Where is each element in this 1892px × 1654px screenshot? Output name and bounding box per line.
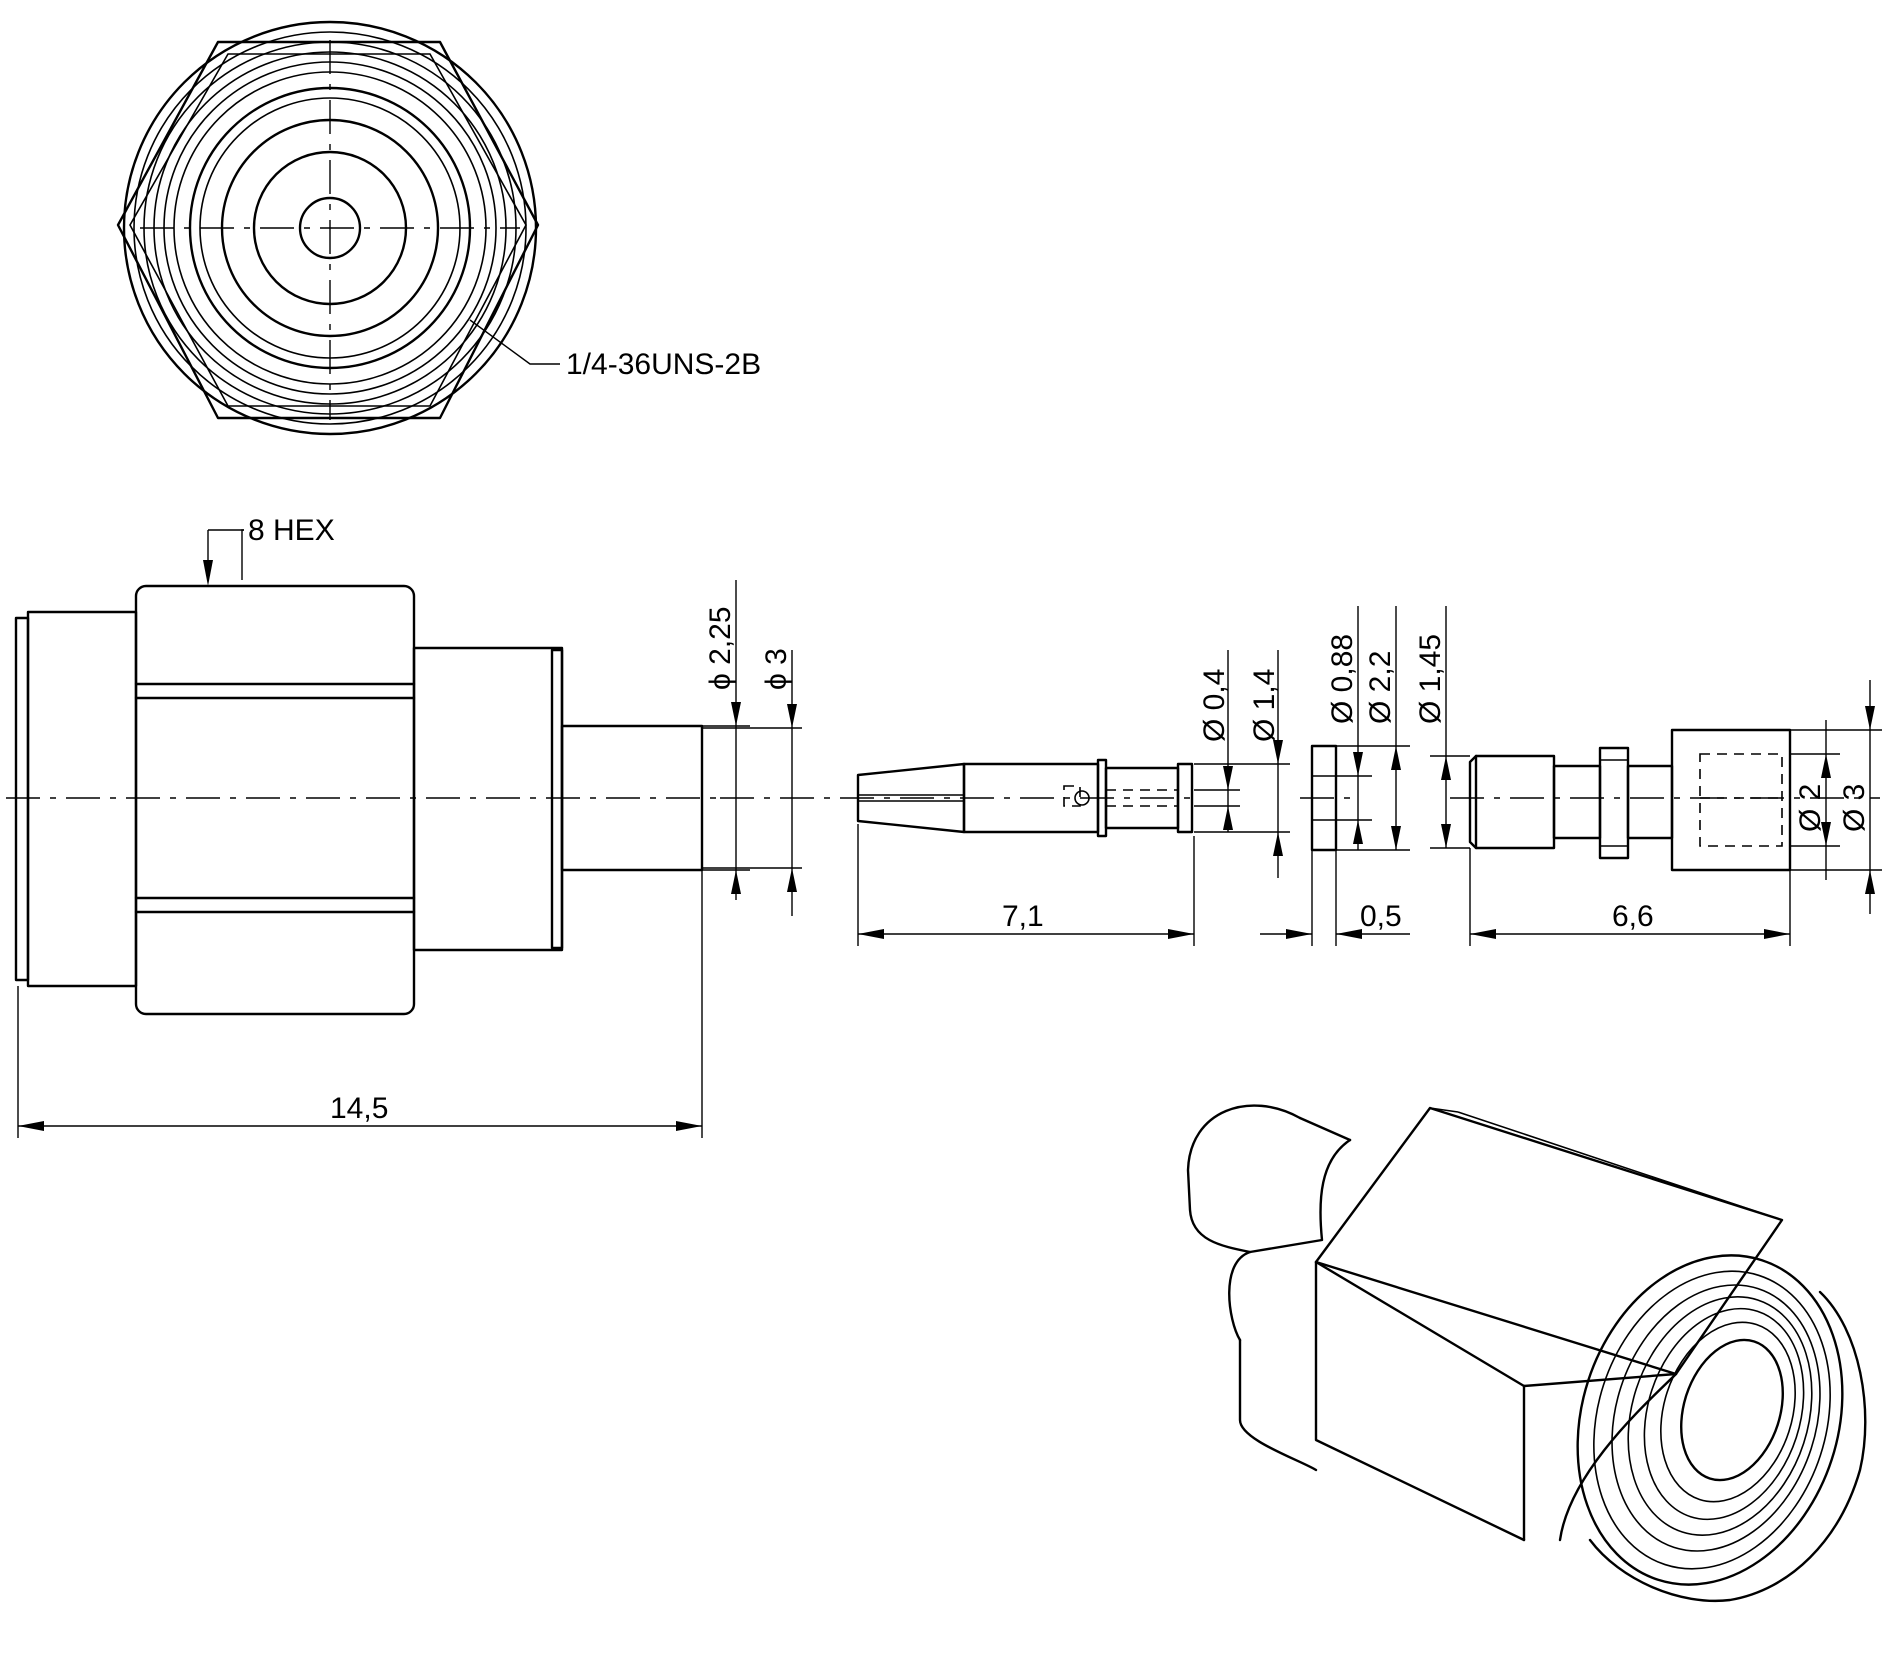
contact-pin: 7,1 Ø 0,4 Ø 1,4 (720, 650, 1290, 946)
thread-label: 1/4-36UNS-2B (566, 348, 761, 381)
dim-ferrule-inner: Ø 2 (1794, 784, 1827, 832)
insulator-length-label: 0,5 (1360, 900, 1402, 933)
front-view: 1/4-36UNS-2B (116, 20, 761, 436)
hex-label: 8 HEX (248, 514, 335, 547)
insulator: 0,5 Ø 0,88 Ø 2,2 (1260, 606, 1410, 946)
isometric-view (1186, 1104, 1867, 1603)
dim-body-outer: ϕ 3 (760, 648, 793, 690)
hex-outline (116, 40, 540, 420)
overall-length-label: 14,5 (330, 1092, 388, 1125)
ferrule-length-label: 6,6 (1612, 900, 1654, 933)
dim-insulator-inner: Ø 0,88 (1326, 634, 1359, 724)
dim-ferrule-outer: Ø 3 (1838, 784, 1871, 832)
hex-nut (134, 584, 416, 1016)
ferrule: 6,6 Ø 1,45 Ø 2 Ø 3 (1414, 606, 1882, 946)
dim-ferrule-neck: Ø 1,45 (1414, 634, 1447, 724)
dim-insulator-outer: Ø 2,2 (1364, 651, 1397, 724)
pin-length-label: 7,1 (1002, 900, 1044, 933)
side-view: 8 HEX 14,5 ϕ 2,25 ϕ 3 (6, 514, 802, 1138)
dim-body-inner: ϕ 2,25 (704, 606, 737, 690)
dim-pin-small: Ø 0,4 (1198, 669, 1231, 742)
dim-pin-large: Ø 1,4 (1248, 669, 1281, 742)
